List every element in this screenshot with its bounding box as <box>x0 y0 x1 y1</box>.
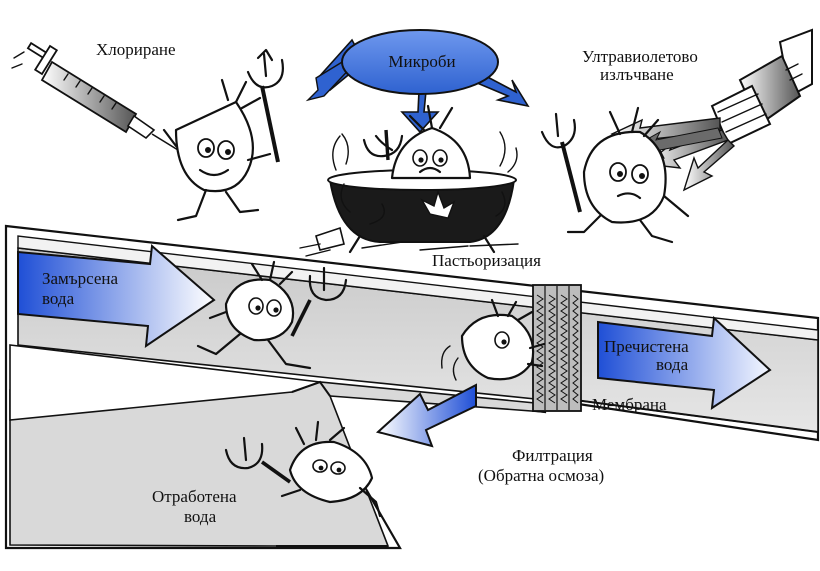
waste-water-arrow <box>375 383 477 448</box>
label-purified-line2: вода <box>656 355 689 374</box>
trident-icon <box>540 112 582 213</box>
polluted-water-arrow <box>17 243 216 349</box>
label-filtration-line2: (Обратна осмоза) <box>478 466 604 485</box>
label-chlorination: Хлориране <box>96 40 176 59</box>
label-waste-line2: вода <box>184 507 217 526</box>
trident-icon <box>224 436 292 484</box>
label-pasteurization: Пастьоризация <box>432 251 541 270</box>
label-purified-line1: Пречистена <box>604 337 689 356</box>
uv-ray <box>682 139 736 192</box>
label-microbes: Микроби <box>388 52 455 71</box>
microbe-polluted <box>196 260 312 370</box>
microbe-waste <box>280 420 382 518</box>
microbe-uv <box>566 106 690 244</box>
label-polluted-line2: вода <box>42 289 75 308</box>
trident-icon <box>246 48 284 163</box>
uv-lamp-icon <box>610 28 813 192</box>
syringe-icon <box>11 41 179 151</box>
label-polluted-line1: Замърсена <box>42 269 119 288</box>
label-uv-line1: Ултравиолетово <box>582 47 698 66</box>
microbes-cloud <box>305 29 530 134</box>
microbe-chlorination <box>162 78 272 222</box>
membrane <box>532 284 582 412</box>
purified-water-arrow <box>597 315 772 411</box>
label-uv-line2: излъчване <box>600 65 674 84</box>
trident-icon <box>362 129 404 161</box>
microbe-pasteurization <box>374 104 472 180</box>
trident-icon <box>290 266 348 337</box>
label-filtration-line1: Филтрация <box>512 446 593 465</box>
microbe-filtered <box>440 298 546 381</box>
label-waste-line1: Отработена <box>152 487 237 506</box>
pipe-inner-corner <box>291 380 331 397</box>
label-membrane: Мембрана <box>592 395 667 414</box>
